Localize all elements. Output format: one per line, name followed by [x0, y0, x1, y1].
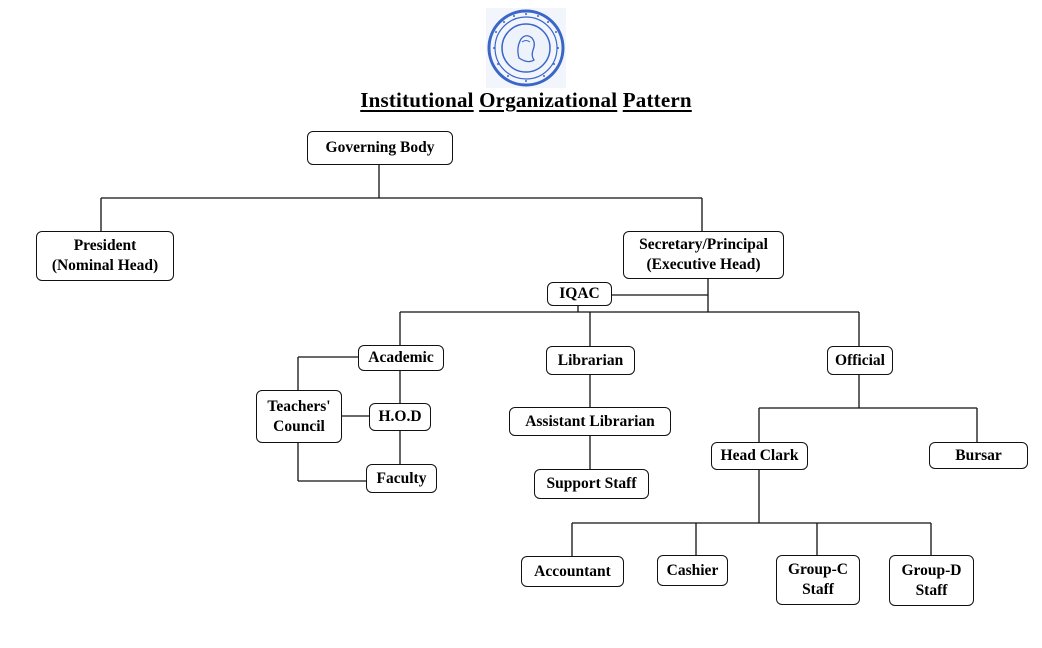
group-d-staff-node: Group-D Staff [889, 555, 974, 606]
librarian-node: Librarian [546, 346, 635, 375]
support-staff-node: Support Staff [534, 469, 649, 499]
title-word-1: Institutional [360, 88, 474, 112]
assistant-librarian-node: Assistant Librarian [509, 407, 671, 436]
group-c-staff-node: Group-C Staff [776, 555, 860, 605]
iqac-node: IQAC [547, 282, 612, 306]
official-node: Official [827, 346, 893, 375]
cashier-node: Cashier [657, 555, 728, 586]
college-seal-icon [486, 8, 566, 88]
secretary-principal-node: Secretary/Principal (Executive Head) [623, 231, 784, 279]
president-node: President (Nominal Head) [36, 231, 174, 281]
head-clark-node: Head Clark [711, 442, 808, 470]
hod-node: H.O.D [369, 403, 431, 431]
accountant-node: Accountant [521, 556, 624, 587]
faculty-node: Faculty [366, 464, 437, 493]
title-word-3: Pattern [622, 88, 692, 112]
governing-body-node: Governing Body [307, 131, 453, 165]
academic-node: Academic [358, 345, 444, 371]
page-title: Institutional Organizational Pattern [0, 88, 1042, 113]
title-word-2: Organizational [479, 88, 618, 112]
teachers-council-node: Teachers' Council [256, 390, 342, 443]
bursar-node: Bursar [929, 442, 1028, 469]
